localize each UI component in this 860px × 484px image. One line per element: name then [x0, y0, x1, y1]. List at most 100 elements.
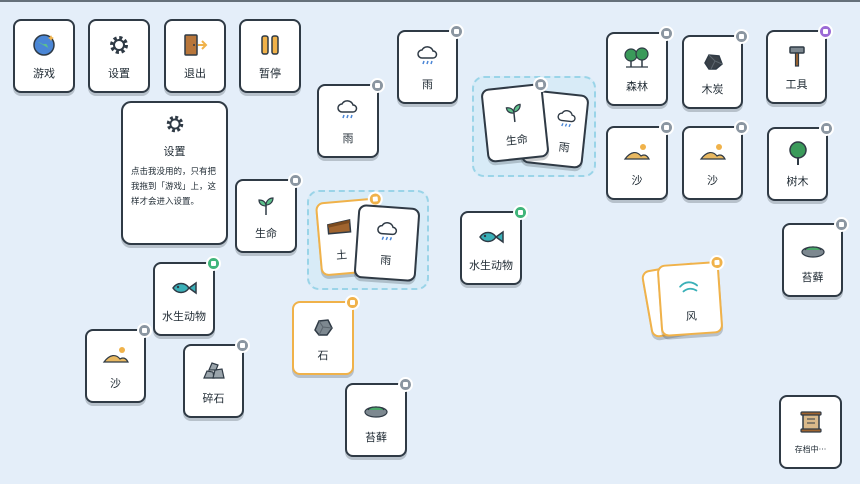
- moss-label: 苔藓: [801, 271, 824, 284]
- sand-card[interactable]: 沙: [682, 120, 749, 200]
- sprout-icon: [498, 97, 529, 128]
- card-badge: [137, 323, 152, 338]
- stone-card[interactable]: 石: [292, 295, 360, 375]
- life-label: 生命: [255, 227, 277, 240]
- fish-card[interactable]: 水生动物: [460, 205, 528, 285]
- card-badge: [709, 254, 726, 271]
- card-badge: [398, 377, 413, 392]
- sand-icon: [102, 341, 130, 369]
- settings-button[interactable]: 设置: [88, 19, 150, 93]
- sand-label: 沙: [631, 174, 643, 187]
- card-badge: [288, 173, 303, 188]
- card-badge: [235, 338, 250, 353]
- rain-label: 雨: [379, 253, 392, 268]
- sand-label: 沙: [110, 377, 121, 390]
- gravel-card[interactable]: 碎石: [183, 338, 250, 418]
- tooltip-title: 设置: [163, 145, 186, 158]
- fish-icon: [170, 274, 198, 302]
- card-badge: [818, 24, 833, 39]
- fish-card[interactable]: 水生动物: [153, 256, 221, 336]
- cloud-rain-icon: [552, 104, 583, 135]
- life-card[interactable]: 生命: [480, 76, 550, 164]
- exit-door-icon: [181, 31, 209, 59]
- stone-label: 石: [317, 349, 329, 362]
- rain-label: 雨: [342, 132, 354, 145]
- charcoal-icon: [699, 47, 727, 75]
- moss-icon: [362, 395, 390, 423]
- exit-label: 退出: [184, 67, 206, 80]
- gravel-label: 碎石: [202, 392, 225, 405]
- card-badge: [834, 217, 849, 232]
- card-badge: [659, 26, 674, 41]
- pause-label: 暂停: [259, 67, 281, 80]
- game-label: 游戏: [33, 67, 55, 80]
- moss-icon: [799, 235, 827, 263]
- card-badge: [370, 78, 385, 93]
- game-button[interactable]: 游戏: [13, 19, 75, 93]
- sprout-icon: [252, 191, 280, 219]
- wind-card[interactable]: 风: [656, 254, 726, 338]
- rain-card[interactable]: 雨: [397, 24, 464, 104]
- moss-card[interactable]: 苔藓: [782, 217, 849, 297]
- soil-card[interactable]: 土: [314, 190, 384, 277]
- card-badge: [734, 120, 749, 135]
- tool-label: 工具: [785, 78, 808, 91]
- soil-icon: [324, 212, 354, 242]
- save-indicator: 存档中···: [779, 395, 842, 469]
- card-badge: [819, 121, 834, 136]
- card-badge: [206, 256, 221, 271]
- card-badge: [734, 29, 749, 44]
- charcoal-card[interactable]: 木炭: [682, 29, 749, 109]
- card-badge: [345, 295, 360, 310]
- cloud-rain-icon: [414, 42, 442, 70]
- life-label: 生命: [505, 132, 529, 149]
- gear-icon: [164, 115, 186, 139]
- sand-icon: [623, 138, 651, 166]
- gear-icon: [105, 31, 133, 59]
- rain-card-stacked[interactable]: 雨: [520, 88, 590, 170]
- sand-icon: [699, 138, 727, 166]
- moss-label: 苔藓: [365, 431, 387, 444]
- rain-label: 雨: [557, 140, 571, 155]
- wind-icon: [674, 273, 704, 303]
- cloud-rain-icon: [373, 217, 403, 247]
- wind-label: 风: [685, 309, 698, 324]
- card-badge: [513, 205, 528, 220]
- top-border: [0, 0, 860, 2]
- save-label: 存档中···: [794, 444, 827, 454]
- pause-button[interactable]: 暂停: [239, 19, 301, 93]
- rain-card[interactable]: 雨: [317, 78, 385, 158]
- sand-label: 沙: [707, 174, 718, 187]
- hammer-icon: [783, 42, 811, 70]
- forest-label: 森林: [626, 80, 648, 93]
- exit-button[interactable]: 退出: [164, 19, 226, 93]
- sand-card[interactable]: 沙: [606, 120, 674, 200]
- rain-label: 雨: [422, 78, 433, 91]
- charcoal-label: 木炭: [701, 83, 724, 96]
- fish-label: 水生动物: [469, 259, 513, 272]
- gravel-icon: [200, 356, 228, 384]
- tree-label: 树木: [786, 175, 809, 188]
- settings-tooltip: 设置 点击我没用的，只有把我拖到「游戏」上，这样才会进入设置。: [121, 101, 228, 245]
- cloud-rain-icon: [334, 96, 362, 124]
- tree-card[interactable]: 树木: [767, 121, 834, 201]
- rain-card-stacked[interactable]: 雨: [353, 203, 421, 283]
- card-badge: [659, 120, 674, 135]
- settings-label: 设置: [108, 67, 130, 80]
- forest-icon: [623, 44, 651, 72]
- forest-card[interactable]: 森林: [606, 26, 674, 106]
- tree-icon: [784, 139, 812, 167]
- tooltip-text: 点击我没用的，只有把我拖到「游戏」上，这样才会进入设置。: [131, 167, 217, 207]
- fish-icon: [477, 223, 505, 251]
- rock-icon: [309, 313, 337, 341]
- card-badge: [449, 24, 464, 39]
- globe-icon: [30, 31, 58, 59]
- life-card[interactable]: 生命: [235, 173, 303, 253]
- scroll-icon: [798, 410, 824, 438]
- moss-card[interactable]: 苔藓: [345, 377, 413, 457]
- sand-card[interactable]: 沙: [85, 323, 152, 403]
- fish-label: 水生动物: [162, 310, 206, 323]
- soil-label: 土: [335, 248, 348, 263]
- pause-icon: [256, 31, 284, 59]
- tool-card[interactable]: 工具: [766, 24, 833, 104]
